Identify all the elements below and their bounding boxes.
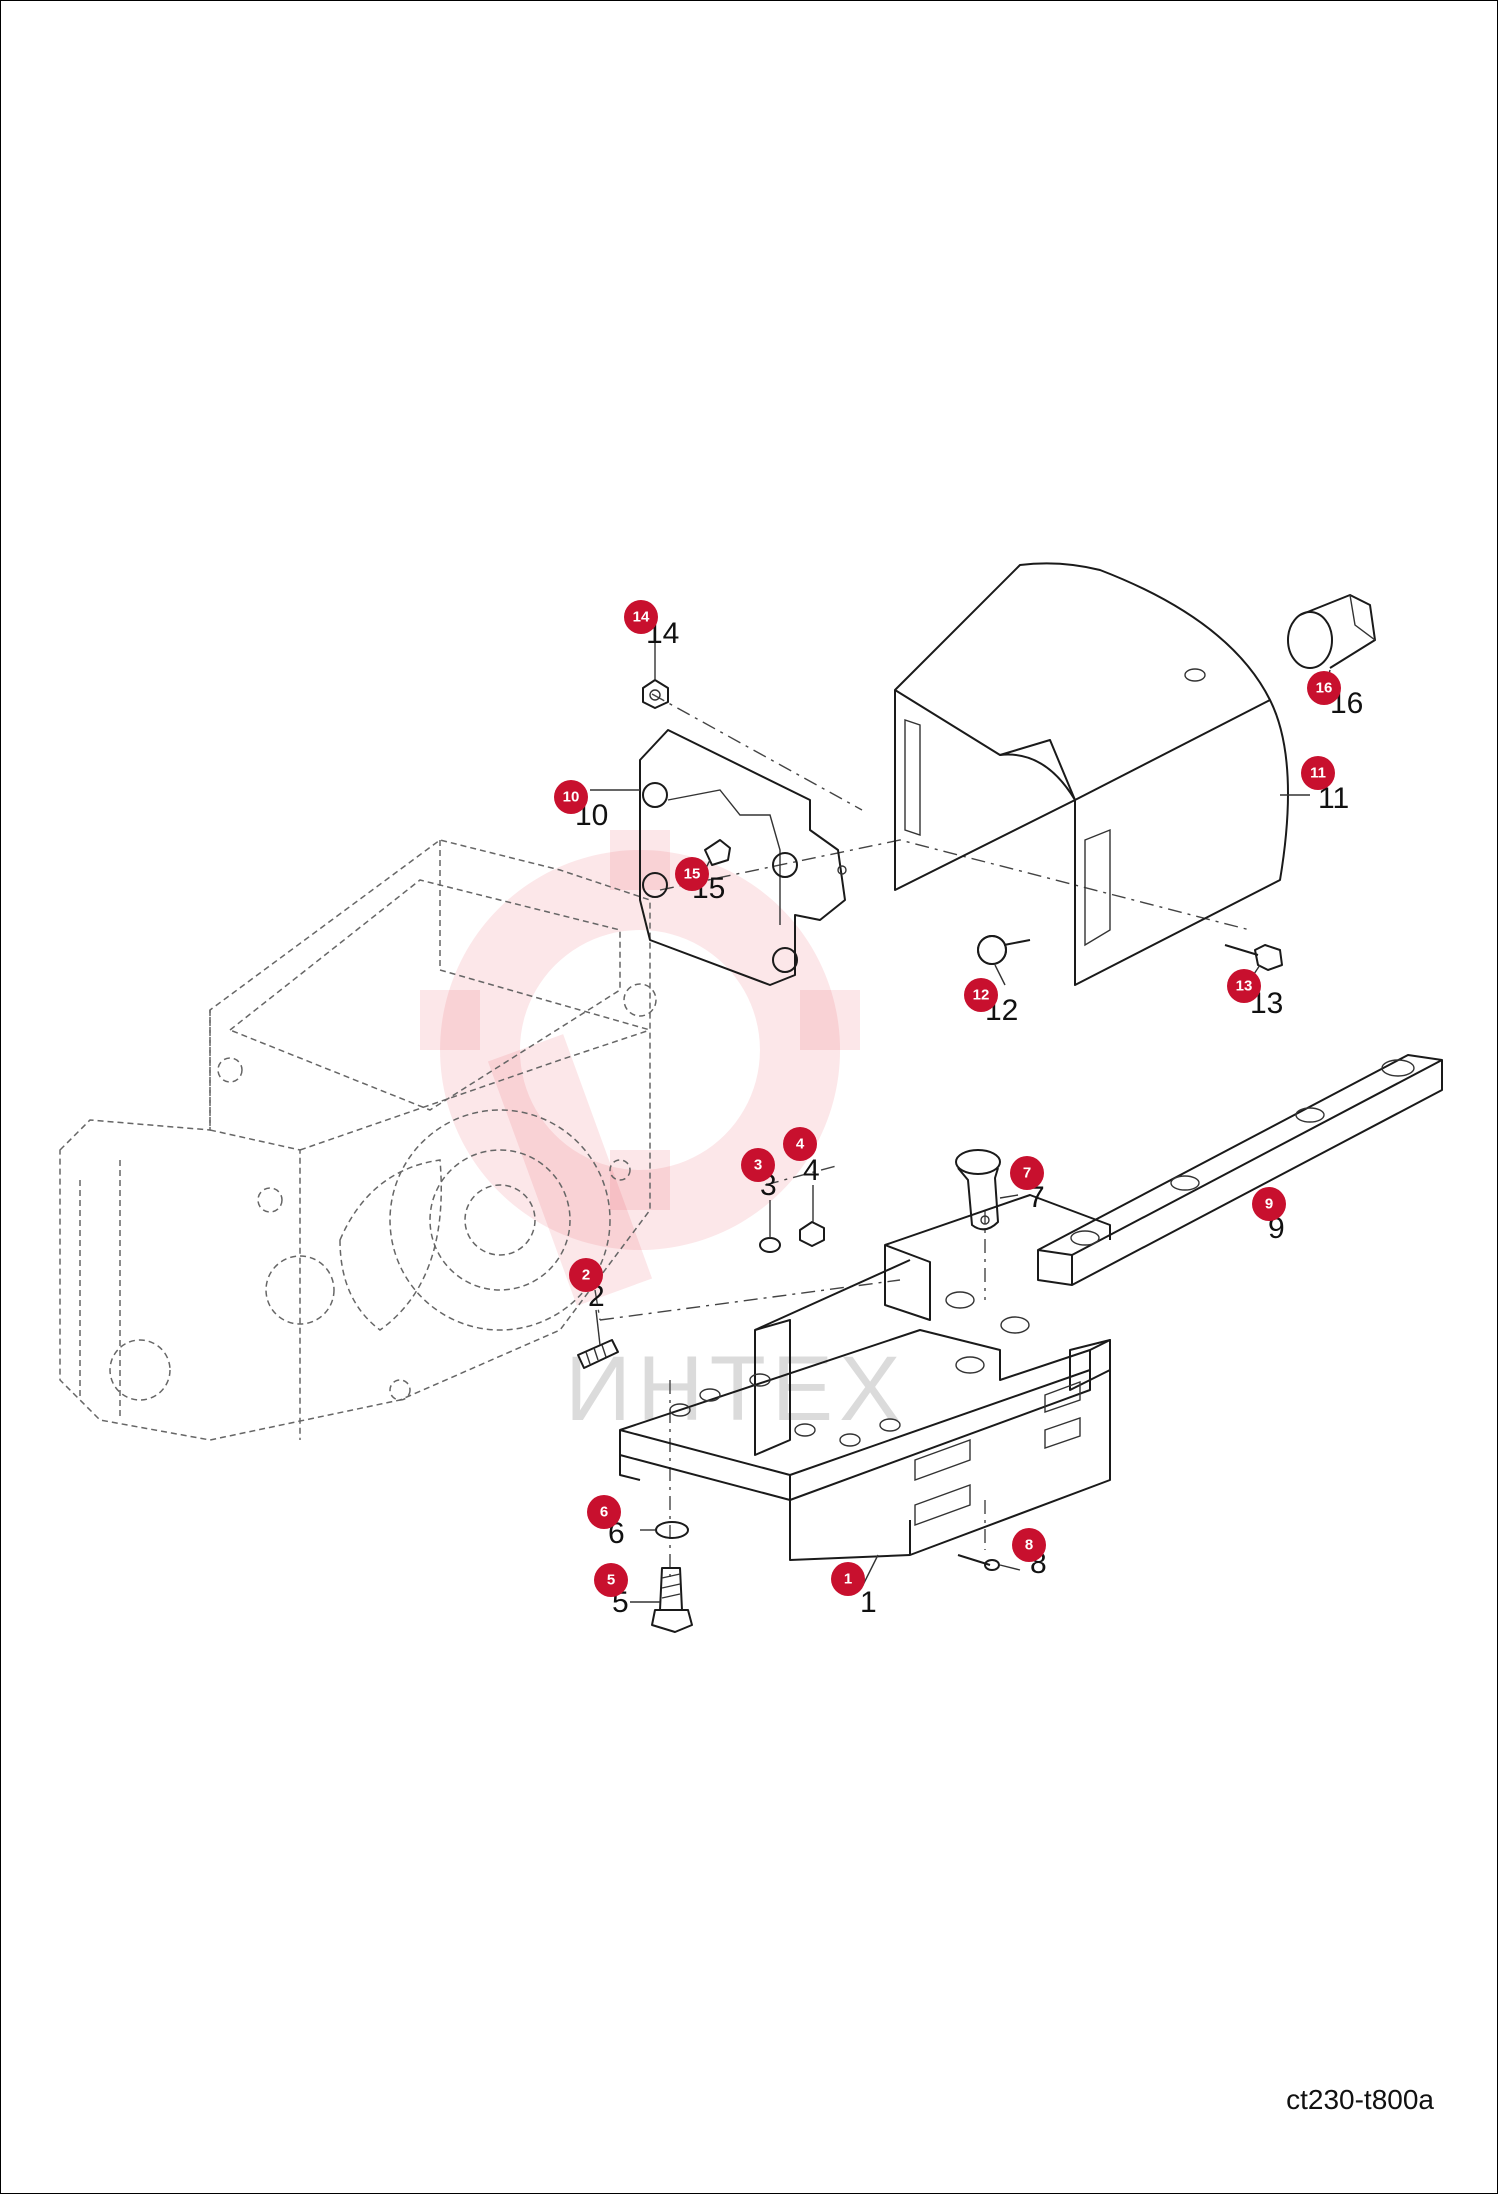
mounting-plate [639,729,847,986]
callout-badge-15[interactable]: 15 [675,857,709,891]
svg-text:7: 7 [1023,1165,1031,1182]
callout-badge-6[interactable]: 6 [587,1495,621,1529]
drawbar [1037,1054,1443,1286]
svg-text:9: 9 [1265,1196,1273,1213]
svg-text:6: 6 [600,1504,608,1521]
hitch-frame [619,1194,1111,1561]
cotter-pin [957,1554,1000,1571]
plug-part [1287,594,1376,669]
svg-text:4: 4 [796,1136,805,1153]
svg-text:11: 11 [1310,765,1326,782]
callout-badge-12[interactable]: 12 [964,978,998,1012]
part-number-7: 7 [1028,1181,1045,1214]
svg-text:16: 16 [1316,680,1333,697]
svg-text:8: 8 [1025,1537,1033,1554]
callout-badge-14[interactable]: 14 [624,600,658,634]
callout-badge-1[interactable]: 1 [831,1562,865,1596]
callout-badge-9[interactable]: 9 [1252,1187,1286,1221]
svg-text:3: 3 [754,1157,762,1174]
leader-lines [590,630,1331,1603]
stud-bolt [577,1339,619,1369]
callout-badge-2[interactable]: 2 [569,1258,603,1292]
cover-hood [894,562,1289,986]
svg-text:2: 2 [582,1267,590,1284]
bolt-and-washer [651,1521,693,1633]
callout-badge-4[interactable]: 4 [783,1127,817,1161]
callout-badge-10[interactable]: 10 [554,780,588,814]
svg-text:10: 10 [563,789,580,806]
drawing-code: ct230-t800a [1286,2084,1434,2115]
callout-badge-11[interactable]: 11 [1301,756,1335,790]
assembly-lines [594,693,1251,1580]
svg-text:15: 15 [684,866,701,883]
part-numbers: 14 10 15 11 16 12 13 2 3 4 7 9 6 5 1 8 [575,617,1363,1619]
callout-badges: 14 10 15 16 11 12 13 3 4 7 9 2 6 8 5 1 [554,600,1341,1597]
callout-badge-7[interactable]: 7 [1010,1156,1044,1190]
knob-part [977,935,1007,965]
svg-text:12: 12 [973,987,990,1004]
callout-badge-5[interactable]: 5 [594,1563,628,1597]
hitch-pin [955,1149,1001,1231]
part-number-4: 4 [803,1154,820,1187]
svg-text:14: 14 [633,609,650,626]
callout-badge-3[interactable]: 3 [741,1148,775,1182]
gearbox-housing [59,839,657,1441]
svg-text:13: 13 [1236,978,1253,995]
watermark-logo [420,830,860,1306]
svg-text:5: 5 [607,1572,615,1589]
callout-badge-13[interactable]: 13 [1227,969,1261,1003]
callout-badge-8[interactable]: 8 [1012,1528,1046,1562]
svg-text:1: 1 [844,1571,852,1588]
part-number-1: 1 [860,1586,877,1619]
callout-badge-16[interactable]: 16 [1307,671,1341,705]
